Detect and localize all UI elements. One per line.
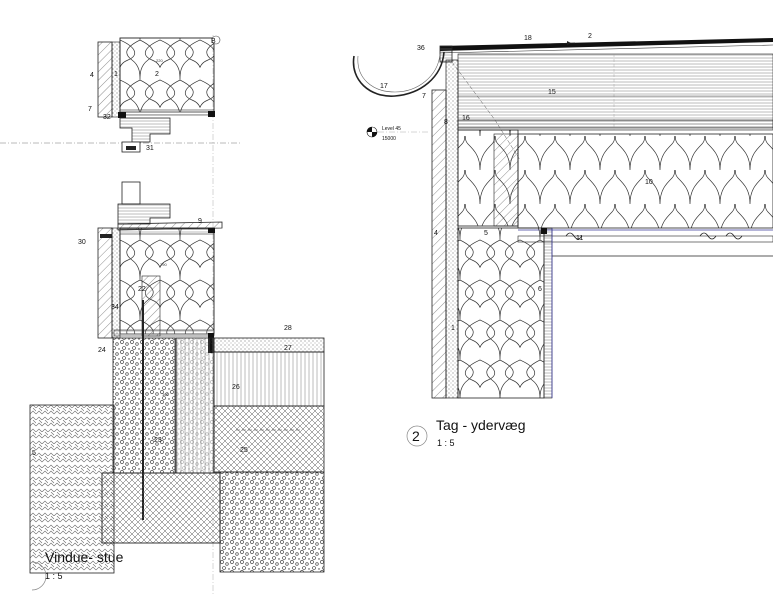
callout-1-right: 1 [451,325,455,332]
callout-23: 23 [154,437,162,444]
detail-tag-ydervaeg: Level 45 15000 18 2 36 17 7 15 16 8 10 5… [352,33,773,448]
callout-1: 1 [114,71,118,78]
callout-34: 34 [111,304,119,311]
view-number-circle [406,425,428,447]
callout-22: 22 [138,286,146,293]
dim-text-220: 220 [156,58,163,63]
callout-10: 10 [645,179,653,186]
callout-17: 17 [380,83,388,90]
callout-8: 8 [444,119,448,126]
callout-31: 31 [146,145,154,152]
callout-2: 2 [155,71,159,78]
callout-11: 11 [576,235,583,242]
view-number: 2 [412,428,420,444]
callout-36: 36 [417,45,425,52]
callout-7: 7 [88,106,92,113]
callout-9: 9 [198,218,202,225]
dim-text-290: 290 [160,262,167,267]
view-title-vindue-stue: Vindue- stue [45,549,124,565]
callout-5-right: 5 [484,230,488,237]
callout-25: 25 [240,447,248,454]
level-elevation: 15000 [382,136,396,142]
view-title-tag-ydervaeg: Tag - ydervæg [436,417,525,433]
callout-5: 5 [32,450,36,457]
callout-4-right: 4 [434,230,438,237]
callout-15: 15 [548,89,556,96]
level-name: Level 45 [382,126,401,132]
callout-7-right: 7 [422,93,426,100]
callout-24: 24 [98,347,106,354]
view-scale-1: 1 : 5 [45,571,63,581]
callout-4: 4 [90,72,94,79]
view-marker-arc [31,561,47,591]
detail-vindue-stue: B 2 4 1 7 32 31 9 30 22 34 24 28 27 26 2… [0,35,325,594]
callout-32: 32 [103,114,111,121]
callout-16: 16 [462,115,470,122]
callout-27: 27 [284,345,292,352]
callout-28: 28 [284,325,292,332]
dim-text-100: 100 [162,392,169,397]
callout-6: 6 [538,286,542,293]
callout-26: 26 [232,384,240,391]
callout-30: 30 [78,239,86,246]
view-scale-2: 1 : 5 [437,438,455,448]
callout-18: 18 [524,35,532,42]
callout-2-slope: 2 [588,33,592,40]
callout-b: B [211,38,216,45]
